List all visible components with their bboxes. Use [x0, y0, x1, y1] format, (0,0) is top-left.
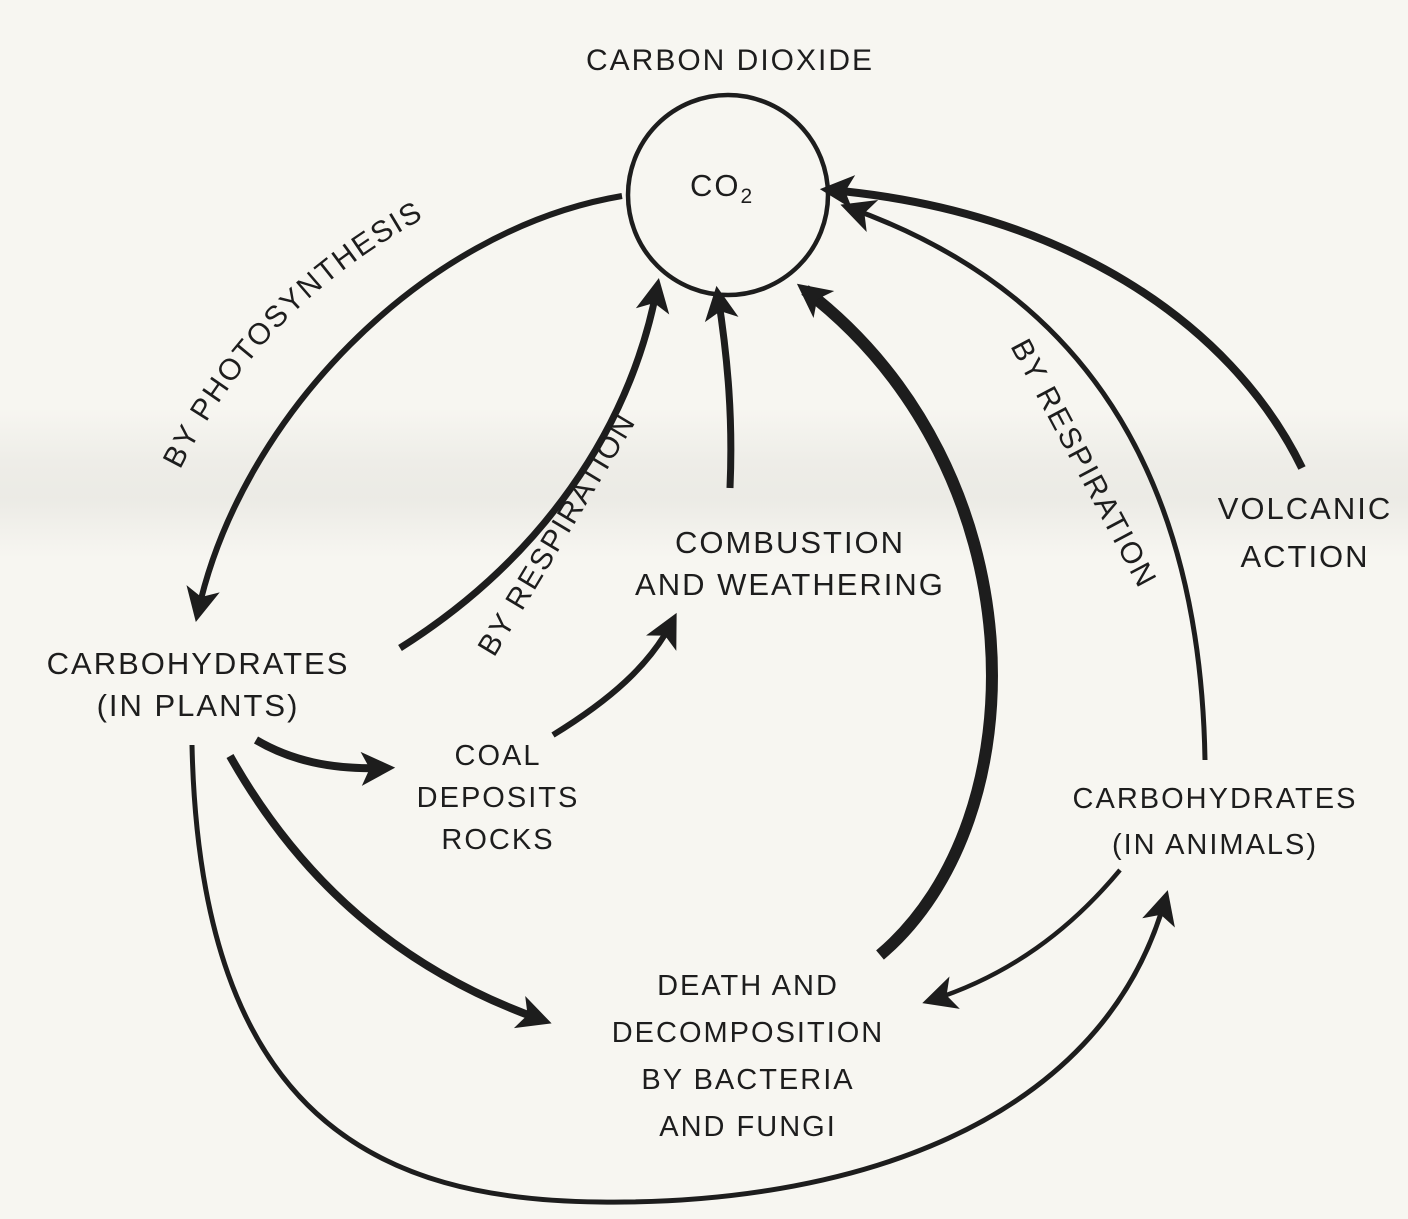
combustion-line1: COMBUSTION	[674, 525, 906, 560]
plants-to-coal-arrow	[253, 736, 396, 786]
plants-to-animals-arrow	[189, 744, 1175, 1205]
volcanic-action-label: VOLCANIC ACTION	[1210, 485, 1400, 581]
combustion-and-weathering-label: COMBUSTION AND WEATHERING	[612, 522, 968, 606]
volcanic-arrow	[819, 175, 1306, 470]
carbohydrates-in-plants-label: CARBOHYDRATES (IN PLANTS)	[28, 643, 368, 727]
plants-to-decomposition-arrow	[226, 754, 552, 1029]
coal-to-combustion-arrow	[551, 612, 677, 738]
coal-line2: DEPOSITS	[416, 782, 580, 814]
death-line4: AND FUNGI	[659, 1111, 837, 1143]
volcanic-line2: ACTION	[1240, 539, 1370, 574]
photosynthesis-arrow	[186, 193, 623, 622]
carbon-dioxide-title: CARBON DIOXIDE	[586, 44, 875, 77]
co2-formula: CO2	[690, 165, 752, 218]
combustion-line2: AND WEATHERING	[635, 567, 945, 602]
animals-line1: CARBOHYDRATES	[1072, 783, 1358, 815]
death-line3: BY BACTERIA	[641, 1064, 855, 1096]
volcanic-line1: VOLCANIC	[1217, 491, 1393, 526]
coal-deposits-rocks-label: COAL DEPOSITS ROCKS	[398, 735, 598, 861]
coal-line1: COAL	[454, 740, 542, 772]
combustion-arrow	[704, 285, 739, 489]
by-photosynthesis-label: BY PHOTOSYNTHESIS	[157, 195, 429, 473]
plant-respiration-arrow	[398, 277, 670, 651]
death-line1: DEATH AND	[657, 970, 839, 1002]
by-respiration-label-animals: BY RESPIRATION	[1004, 334, 1163, 594]
animals-line2: (IN ANIMALS)	[1111, 829, 1319, 861]
animals-to-decomposition-arrow	[922, 868, 1122, 1009]
carbohydrates-in-animals-label: CARBOHYDRATES (IN ANIMALS)	[1040, 776, 1390, 868]
plants-line2: (IN PLANTS)	[96, 688, 300, 723]
death-line2: DECOMPOSITION	[611, 1017, 885, 1049]
plants-line1: CARBOHYDRATES	[46, 646, 350, 681]
co2-subscript: 2	[740, 185, 753, 208]
coal-line3: ROCKS	[441, 824, 555, 856]
animal-respiration-arrow	[840, 199, 1208, 761]
decomposition-respiration-arrow	[796, 283, 998, 960]
death-and-decomposition-label: DEATH AND DECOMPOSITION BY BACTERIA AND …	[578, 963, 918, 1151]
co2-text: CO	[690, 168, 741, 203]
